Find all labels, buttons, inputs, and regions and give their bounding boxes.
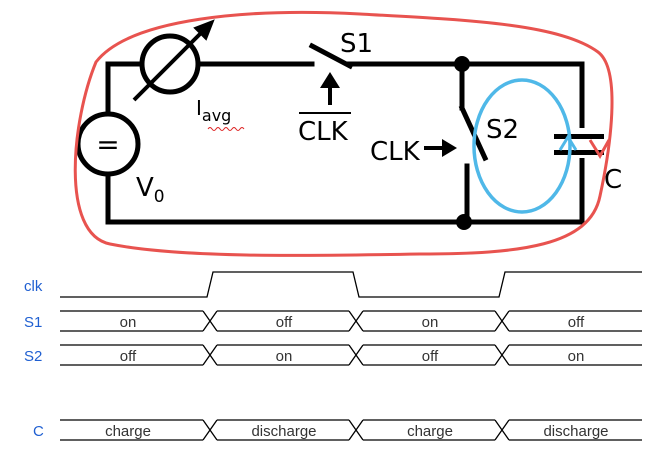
clk-waveform [60, 271, 642, 298]
timing-label-c: C [33, 423, 44, 440]
c-segment-label: discharge [251, 423, 316, 440]
junction-top [454, 56, 470, 72]
s2-label: S2 [486, 115, 519, 145]
circuit: = S1 CLK S2 CLK C V0 Iavg [73, 10, 622, 257]
meter-label-main: I [196, 96, 202, 120]
s1-control-label: CLK [298, 117, 349, 147]
capacitor-plate-bottom-inner [554, 150, 604, 155]
s2-segment-label: on [568, 348, 585, 365]
timing-label-s1: S1 [24, 314, 42, 331]
bus-row-s2 [60, 344, 642, 366]
timing-diagram: clk S1 S2 C on off on off off on off on … [24, 271, 642, 441]
s2-segment-label: off [422, 348, 439, 365]
capacitor-plate-top-inner [554, 134, 604, 139]
c-segment-label: charge [407, 423, 453, 440]
junction-bottom [456, 214, 472, 230]
s2-control-arrowhead-icon [442, 139, 457, 157]
voltage-source-symbol: = [96, 128, 119, 161]
voltage-label-main: V [136, 173, 154, 203]
capacitor-label: C [604, 165, 622, 195]
s1-label: S1 [340, 29, 373, 59]
s1-segment-label: off [568, 314, 585, 331]
bus-row-s1 [60, 310, 642, 332]
timing-label-clk: clk [24, 278, 43, 295]
s1-control-arrowhead-icon [320, 72, 340, 88]
bus-rows: on off on off off on off on charge disch… [60, 310, 642, 441]
bus-row-c [60, 419, 642, 441]
s1-blade [308, 42, 354, 70]
s1-segment-label: off [276, 314, 293, 331]
inner-loop-arrowhead-icon [558, 134, 578, 151]
ammeter-needle-icon [132, 28, 206, 102]
s2-segment-label: on [276, 348, 293, 365]
outer-current-loop [73, 10, 614, 257]
meter-label-squiggle [207, 127, 245, 131]
s2-segment-label: off [120, 348, 137, 365]
c-segment-label: charge [105, 423, 151, 440]
meter-label: Iavg [196, 96, 231, 125]
c-segment-label: discharge [543, 423, 608, 440]
meter-label-sub: avg [202, 106, 231, 125]
s1-segment-label: on [120, 314, 137, 331]
wire-s1-right [345, 61, 585, 131]
outer-loop-arrowhead-icon [588, 139, 611, 159]
s2-control-label: CLK [370, 137, 421, 167]
voltage-label: V0 [136, 173, 165, 207]
voltage-label-sub: 0 [154, 187, 165, 207]
wire-bottom [105, 173, 585, 225]
inner-current-loop [472, 78, 572, 214]
timing-label-s2: S2 [24, 348, 42, 365]
s1-segment-label: on [422, 314, 439, 331]
wire-left-top [105, 61, 143, 115]
ammeter-arrowhead-icon [193, 19, 215, 41]
